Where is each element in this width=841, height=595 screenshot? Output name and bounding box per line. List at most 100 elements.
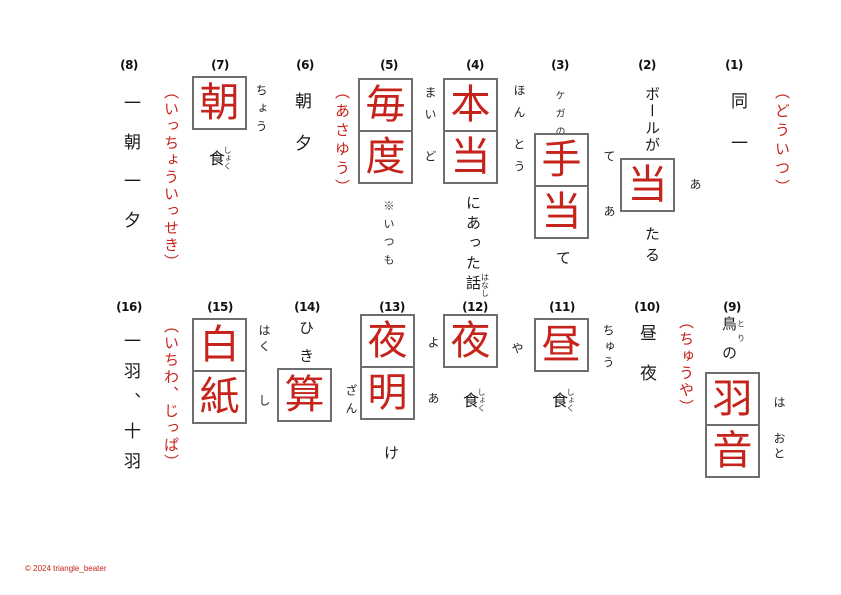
answer-boxes: 算 bbox=[277, 368, 332, 422]
worksheet-item-2: (2) ボールが 当 あ たる bbox=[605, 58, 715, 308]
furigana: おと bbox=[772, 432, 786, 462]
answer-boxes: 夜 明 bbox=[360, 314, 415, 420]
answer-kanji: 当 bbox=[541, 189, 582, 235]
item-number: (14) bbox=[294, 300, 320, 314]
furigana: や bbox=[510, 342, 524, 354]
answer-box: 昼 bbox=[534, 318, 589, 372]
question-text-below: 食しょく bbox=[460, 388, 486, 412]
question-text-below: 食しょく bbox=[206, 146, 232, 170]
item-number: (9) bbox=[723, 300, 741, 314]
answer-reading: （いっちょういっせき） bbox=[162, 84, 180, 271]
ruby-text: 話はなし bbox=[464, 273, 490, 297]
answer-box: 算 bbox=[277, 368, 332, 422]
question-text-below: たる bbox=[643, 226, 661, 268]
worksheet-item-16: (16) 一羽、十羽 （いちわ、じっぱ） bbox=[105, 300, 215, 560]
answer-box: 羽 bbox=[705, 372, 760, 426]
answer-box: 手 bbox=[534, 133, 589, 187]
worksheet-item-5: (5) 毎 度 まい ど ※いつも bbox=[350, 58, 460, 308]
furigana: とう bbox=[512, 138, 526, 182]
question-text-above: ひき bbox=[297, 320, 315, 376]
ruby-annotation: とり bbox=[736, 316, 746, 345]
furigana: し bbox=[257, 394, 271, 406]
furigana: ちゅう bbox=[601, 324, 615, 372]
question-text-below: 食しょく bbox=[549, 388, 575, 412]
furigana: あ bbox=[426, 392, 440, 404]
ruby-base: 食 bbox=[206, 146, 225, 170]
answer-box: 夜 bbox=[360, 314, 415, 368]
ruby-annotation: しょく bbox=[223, 146, 232, 170]
ruby-annotation: しょく bbox=[566, 388, 575, 412]
furigana: あ bbox=[602, 205, 616, 217]
answer-kanji: 昼 bbox=[541, 322, 582, 368]
answer-box: 度 bbox=[358, 130, 413, 184]
hint-note: ※いつも bbox=[382, 200, 395, 272]
item-number: (16) bbox=[116, 300, 142, 314]
answer-kanji: 明 bbox=[367, 370, 408, 416]
answer-boxes: 夜 bbox=[443, 314, 498, 368]
item-number: (15) bbox=[207, 300, 233, 314]
question-text: 同一 bbox=[727, 92, 747, 176]
item-number: (8) bbox=[120, 58, 138, 72]
answer-box: 明 bbox=[360, 366, 415, 420]
answer-reading: （ちゅうや） bbox=[677, 314, 695, 416]
answer-box: 当 bbox=[620, 158, 675, 212]
item-number: (5) bbox=[380, 58, 398, 72]
worksheet-item-4: (4) 本 当 ほん とう にあった話はなし bbox=[435, 58, 545, 308]
answer-kanji: 羽 bbox=[712, 376, 753, 422]
worksheet-item-6: (6) 朝夕 （あさゆう） bbox=[265, 58, 375, 308]
answer-box: 毎 bbox=[358, 78, 413, 132]
ruby-base: 食 bbox=[549, 388, 568, 412]
ruby-base: 食 bbox=[460, 388, 479, 412]
furigana: はく bbox=[257, 324, 271, 356]
answer-boxes: 朝 bbox=[192, 76, 247, 130]
furigana: ほん bbox=[512, 84, 526, 128]
worksheet-item-1: (1) 同一 （どういつ） bbox=[700, 58, 820, 298]
furigana: まい bbox=[423, 86, 437, 130]
answer-box: 当 bbox=[534, 185, 589, 239]
answer-boxes: 昼 bbox=[534, 318, 589, 372]
item-number: (2) bbox=[638, 58, 656, 72]
answer-box: 音 bbox=[705, 424, 760, 478]
answer-kanji: 朝 bbox=[199, 80, 240, 126]
below-plain: にあった bbox=[464, 195, 482, 275]
item-number: (10) bbox=[634, 300, 660, 314]
ruby-base: 話 bbox=[464, 273, 482, 297]
ruby-text: 食しょく bbox=[549, 388, 575, 412]
answer-kanji: 当 bbox=[627, 162, 668, 208]
ruby-annotation: しょく bbox=[477, 388, 486, 412]
answer-boxes: 白 紙 bbox=[192, 318, 247, 424]
ruby-text: 食しょく bbox=[206, 146, 232, 170]
answer-boxes: 本 当 bbox=[443, 78, 498, 184]
question-text-above: ボールが bbox=[643, 86, 661, 154]
worksheet-item-13: (13) 夜 明 よ あ け bbox=[350, 300, 460, 570]
furigana: ちょう bbox=[254, 84, 268, 138]
answer-box: 朝 bbox=[192, 76, 247, 130]
copyright-text: © 2024 triangle_beater bbox=[25, 564, 107, 573]
answer-kanji: 毎 bbox=[365, 82, 406, 128]
furigana: よ bbox=[426, 336, 440, 348]
answer-kanji: 夜 bbox=[367, 318, 408, 364]
item-number: (6) bbox=[296, 58, 314, 72]
answer-box: 当 bbox=[443, 130, 498, 184]
item-number: (13) bbox=[379, 300, 405, 314]
furigana: は bbox=[772, 396, 786, 408]
worksheet-item-15: (15) 白 紙 はく し bbox=[180, 300, 290, 560]
answer-reading: （どういつ） bbox=[773, 84, 791, 198]
item-number: (3) bbox=[551, 58, 569, 72]
answer-box: 夜 bbox=[443, 314, 498, 368]
question-text-below: にあった話はなし bbox=[464, 195, 490, 297]
answer-kanji: 度 bbox=[365, 134, 406, 180]
furigana: ざん bbox=[344, 384, 358, 420]
question-text-above: ケガの bbox=[553, 90, 564, 144]
answer-boxes: 毎 度 bbox=[358, 78, 413, 184]
worksheet-item-12: (12) 夜 や 食しょく bbox=[435, 300, 545, 560]
worksheet-item-8: (8) 一朝一夕 （いっちょういっせき） bbox=[105, 58, 215, 308]
answer-boxes: 手 当 bbox=[534, 133, 589, 239]
worksheet-item-10: (10) 昼夜 （ちゅうや） bbox=[610, 300, 720, 560]
above-plain: の bbox=[720, 345, 738, 374]
answer-kanji: 音 bbox=[712, 428, 753, 474]
ruby-text: 食しょく bbox=[460, 388, 486, 412]
worksheet-item-3: (3) ケガの 手 当 て あ て bbox=[520, 58, 630, 308]
answer-kanji: 紙 bbox=[199, 374, 240, 420]
answer-kanji: 本 bbox=[450, 82, 491, 128]
